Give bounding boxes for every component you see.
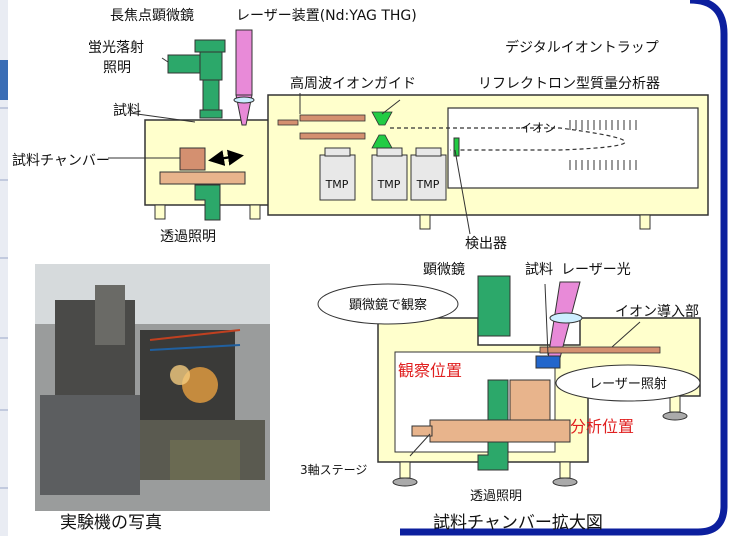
top-system-diagram: TMP TMP TMP — [12, 8, 709, 252]
fluorescence-epi-label-1: 蛍光落射 — [88, 40, 144, 56]
enlarged-microscope-label: 顕微鏡 — [423, 262, 465, 278]
tmp-label-1: TMP — [325, 178, 349, 191]
fluorescence-epi-label-2: 照明 — [103, 60, 131, 76]
laser-irradiation-bubble-text: レーザー照射 — [589, 376, 667, 392]
slide-frame-border — [400, 0, 728, 536]
tmp-pumps — [319, 147, 447, 201]
sample-label-top: 試料 — [113, 103, 141, 119]
ion-inlet-label: イオン導入部 — [615, 304, 699, 320]
detector-plate — [453, 137, 460, 157]
tmp-label-2: TMP — [377, 178, 401, 191]
observation-position-label: 観察位置 — [398, 361, 462, 380]
digital-ion-trap-label: デジタルイオントラップ — [505, 39, 659, 56]
ion-label: イオン — [520, 121, 556, 135]
observe-bubble — [317, 283, 459, 325]
enlarged-chamber-diagram: 顕微鏡 試料 レーザー光 顕微鏡で観察 イオン導入部 観察位置 レーザー照射 分… — [300, 262, 701, 504]
enlarged-microscope-icon — [477, 275, 511, 337]
rf-ion-guide-label: 高周波イオンガイド — [290, 75, 416, 92]
laser-irradiation-bubble — [555, 364, 701, 402]
transmitted-illumination-label-enlarged: 透過照明 — [470, 489, 522, 504]
slide-side-panel — [0, 0, 8, 536]
laser-device-label: レーザー装置(Nd:YAG THG) — [236, 8, 417, 24]
enlarged-sample-label: 試料 — [525, 262, 553, 278]
laser-light-label: レーザー光 — [561, 262, 631, 278]
sample-chamber-label: 試料チャンバー — [12, 153, 110, 169]
long-focus-microscope-icon — [167, 39, 226, 119]
long-focus-microscope-label: 長焦点顕微鏡 — [110, 8, 194, 24]
observe-bubble-text: 顕微鏡で観察 — [349, 298, 427, 313]
analysis-position-label: 分析位置 — [570, 417, 634, 436]
transmitted-illumination-label-top: 透過照明 — [160, 229, 216, 245]
photo-caption: 実験機の写真 — [60, 513, 162, 533]
detector-label: 検出器 — [465, 236, 507, 252]
three-axis-stage-label: 3軸ステージ — [300, 463, 367, 477]
tmp-label-3: TMP — [416, 178, 440, 191]
enlarged-caption: 試料チャンバー拡大図 — [433, 513, 603, 533]
laser-device-icon — [233, 29, 255, 126]
experiment-photo — [35, 264, 270, 511]
reflectron-label: リフレクトロン型質量分析器 — [478, 76, 660, 92]
